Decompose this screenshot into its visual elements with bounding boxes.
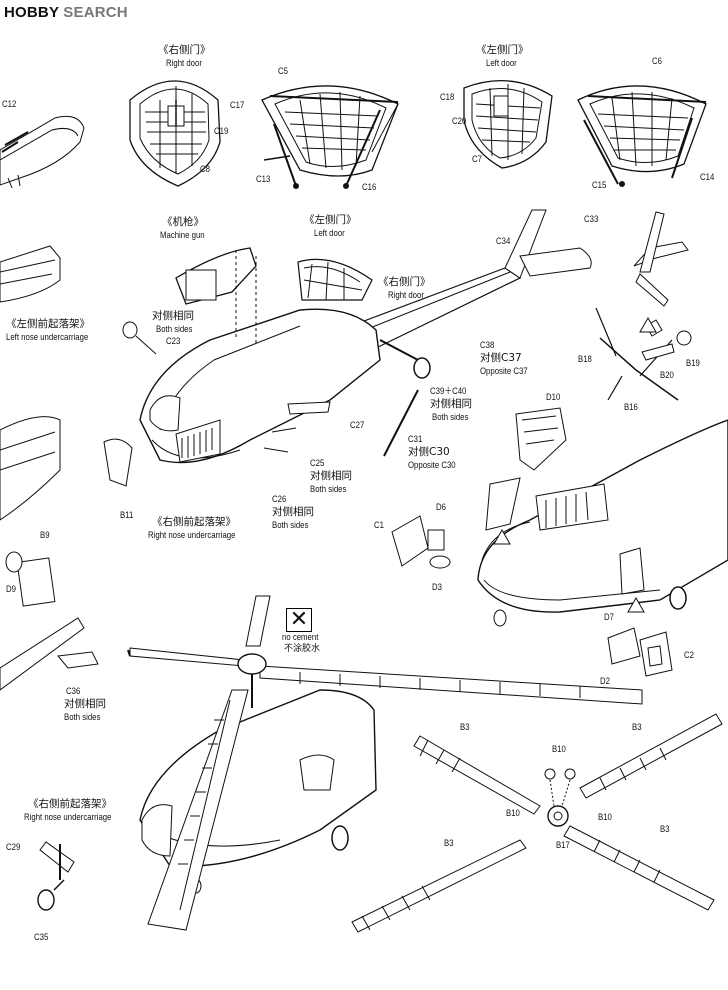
part-label-c36: C36 xyxy=(66,686,81,697)
part-label: C20 xyxy=(452,116,467,127)
part-label-c26: C26 xyxy=(272,494,287,505)
part-label: D9 xyxy=(6,584,16,595)
part-label: B11 xyxy=(120,510,134,521)
part-label-c39-c40: C39＋C40 xyxy=(430,386,467,397)
part-label: C6 xyxy=(652,56,662,67)
machine-gun-en: Machine gun xyxy=(160,230,205,241)
right-nose-uc-mid-zh: 《右侧前起落架》 xyxy=(152,516,236,528)
left-edge-fuselage-drawing xyxy=(0,245,99,691)
part-label: C27 xyxy=(350,420,365,431)
c36-zh: 对侧相同 xyxy=(64,698,106,710)
part-label: D2 xyxy=(600,676,610,687)
c38-zh: 对侧C37 xyxy=(480,352,522,364)
no-cement-en: no cement xyxy=(282,632,319,643)
right-door-mid-zh: 《右侧门》 xyxy=(378,276,431,288)
part-label: D7 xyxy=(604,612,614,623)
left-door-top-zh: 《左侧门》 xyxy=(476,44,529,56)
c25-zh: 对侧相同 xyxy=(310,470,352,482)
right-door-top-zh: 《右侧门》 xyxy=(158,44,211,56)
c26-zh: 对侧相同 xyxy=(272,506,314,518)
part-label: C35 xyxy=(34,932,49,943)
part-label-c25: C25 xyxy=(310,458,325,469)
part-label: B19 xyxy=(686,358,700,369)
left-door-top-drawing xyxy=(463,79,553,169)
nose-undercarriage-bottom-drawing xyxy=(37,841,75,911)
helicopter-body-right-drawing xyxy=(391,407,728,677)
direction-arrows xyxy=(493,316,657,613)
part-label: B18 xyxy=(578,354,592,365)
part-label: B10 xyxy=(598,812,612,823)
part-label: B3 xyxy=(660,824,670,835)
part-label: B3 xyxy=(444,838,454,849)
part-label: C34 xyxy=(496,236,511,247)
c36-en: Both sides xyxy=(64,712,101,723)
part-label: C14 xyxy=(700,172,715,183)
part-label: B3 xyxy=(632,722,642,733)
part-label: B20 xyxy=(660,370,674,381)
left-nose-uc-zh: 《左侧前起落架》 xyxy=(6,318,90,330)
part-label: B9 xyxy=(40,530,50,541)
both-sides-en: Both sides xyxy=(156,324,193,335)
cabin-frame-right-drawing xyxy=(261,85,399,189)
part-label: C15 xyxy=(592,180,607,191)
part-label: B10 xyxy=(552,744,566,755)
part-label: C29 xyxy=(6,842,21,853)
part-label: D3 xyxy=(432,582,442,593)
part-label: C17 xyxy=(230,100,245,111)
part-label: C33 xyxy=(584,214,599,225)
part-label: C1 xyxy=(374,520,384,531)
part-label-c23: C23 xyxy=(166,336,181,347)
part-label: C12 xyxy=(2,99,17,110)
part-label: C5 xyxy=(278,66,288,77)
watermark-logo: HOBBY SEARCH xyxy=(4,4,128,21)
part-label: C2 xyxy=(684,650,694,661)
c31-zh: 对侧C30 xyxy=(408,446,450,458)
right-nose-uc-bottom-zh: 《右侧前起落架》 xyxy=(28,798,112,810)
helicopter-assembly-drawing xyxy=(103,209,692,487)
part-label: B10 xyxy=(506,808,520,819)
part-label: D10 xyxy=(546,392,561,403)
no-cement-icon: ✕ xyxy=(286,606,312,632)
cabin-frame-left-drawing xyxy=(577,85,707,187)
part-label: B17 xyxy=(556,840,570,851)
left-door-mid-zh: 《左侧门》 xyxy=(304,214,357,226)
part-label-c31: C31 xyxy=(408,434,423,445)
engine-cowling-drawing xyxy=(0,115,85,189)
part-label: C18 xyxy=(440,92,455,103)
c39c40-en: Both sides xyxy=(432,412,469,423)
c38-en: Opposite C37 xyxy=(480,366,528,377)
helicopter-main-rotor-drawing xyxy=(127,595,643,931)
part-label: C8 xyxy=(200,164,210,175)
right-nose-uc-bottom-en: Right nose undercarriage xyxy=(24,812,112,823)
no-cement-zh: 不涂胶水 xyxy=(284,644,321,654)
left-nose-uc-en: Left nose undercarriage xyxy=(6,332,89,343)
c25-en: Both sides xyxy=(310,484,347,495)
right-door-top-en: Right door xyxy=(166,58,202,69)
right-door-top-drawing xyxy=(129,80,221,187)
c39c40-zh: 对侧相同 xyxy=(430,398,472,410)
left-door-top-en: Left door xyxy=(486,58,517,69)
right-nose-uc-mid-en: Right nose undercarriage xyxy=(148,530,236,541)
part-label: C13 xyxy=(256,174,271,185)
both-sides-zh: 对侧相同 xyxy=(152,310,194,322)
left-door-mid-en: Left door xyxy=(314,228,345,239)
part-label: C16 xyxy=(362,182,377,193)
part-label-c38: C38 xyxy=(480,340,495,351)
part-label: B16 xyxy=(624,402,638,413)
c31-en: Opposite C30 xyxy=(408,460,456,471)
part-label: C19 xyxy=(214,126,229,137)
part-label: B3 xyxy=(460,722,470,733)
rotor-hub-drawing xyxy=(351,713,723,933)
c26-en: Both sides xyxy=(272,520,309,531)
part-label: D6 xyxy=(436,502,446,513)
right-door-mid-en: Right door xyxy=(388,290,424,301)
machine-gun-zh: 《机枪》 xyxy=(162,216,204,228)
part-label: C7 xyxy=(472,154,482,165)
